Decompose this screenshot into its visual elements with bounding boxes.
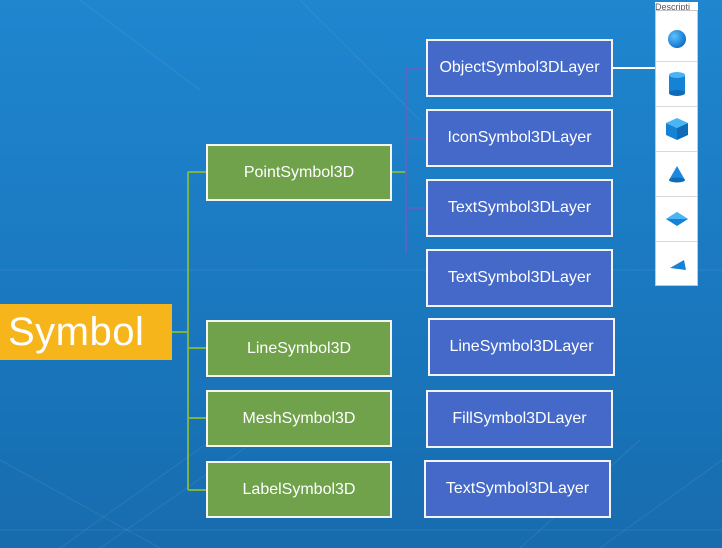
shape-option[interactable] <box>656 107 697 152</box>
shape-option[interactable] <box>656 17 697 62</box>
shape-option[interactable] <box>656 62 697 107</box>
sphere-icon <box>667 30 686 48</box>
diamond-icon <box>665 212 688 226</box>
label-symbol-box: LabelSymbol3D <box>206 461 392 518</box>
shape-option[interactable] <box>656 242 697 287</box>
text-layer-box: TextSymbol3DLayer <box>426 249 613 307</box>
text-layer-box: TextSymbol3DLayer <box>424 460 611 518</box>
cube-icon <box>665 118 688 140</box>
shape-option[interactable] <box>656 152 697 197</box>
shape-option[interactable] <box>656 197 697 242</box>
panel-title: Descripti <box>655 2 698 12</box>
mesh-symbol-box: MeshSymbol3D <box>206 390 392 447</box>
point-symbol-box: PointSymbol3D <box>206 144 392 201</box>
object-layer-box: ObjectSymbol3DLayer <box>426 39 613 97</box>
line-symbol-box: LineSymbol3D <box>206 320 392 377</box>
fill-layer-box: FillSymbol3DLayer <box>426 390 613 448</box>
cylinder-icon <box>668 72 685 96</box>
root-symbol-label: Symbol <box>0 304 172 360</box>
cone-icon <box>668 166 685 183</box>
icon-layer-box: IconSymbol3DLayer <box>426 109 613 167</box>
tetrahedron-icon <box>669 259 686 270</box>
line-layer-box: LineSymbol3DLayer <box>428 318 615 376</box>
text-layer-box: TextSymbol3DLayer <box>426 179 613 237</box>
shape-panel <box>655 10 698 286</box>
